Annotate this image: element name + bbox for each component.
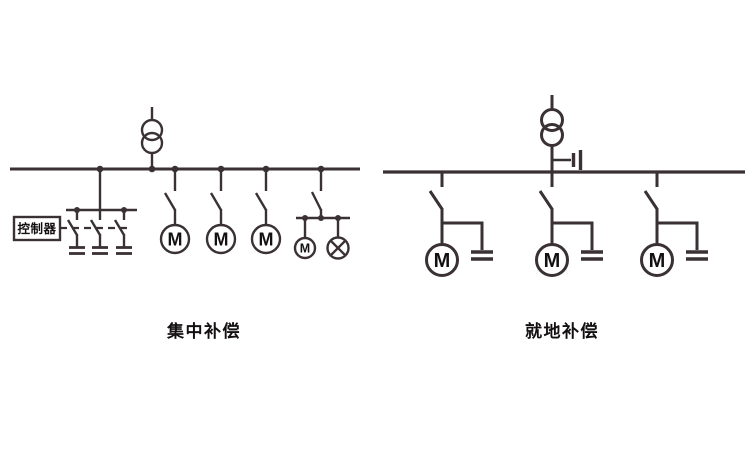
motor-feeder-1: M — [159, 169, 191, 255]
left-diagram: 控制器 M M M — [10, 107, 360, 341]
motor-label: M — [649, 250, 666, 272]
motor-icon — [640, 243, 674, 277]
motor-label: M — [300, 242, 310, 256]
motor-feeder-3: M — [250, 169, 282, 255]
local-comp-feeder-3: M — [640, 172, 708, 277]
lamp-icon — [326, 218, 350, 260]
motor-label: M — [434, 250, 451, 272]
motor-icon — [159, 223, 191, 255]
bus-capacitor-icon — [552, 150, 583, 170]
switched-capacitor-2 — [89, 210, 108, 255]
switched-capacitor-3 — [113, 210, 132, 255]
motor-icon — [425, 243, 459, 277]
controller-label: 控制器 — [17, 221, 56, 236]
motor-icon — [535, 243, 569, 277]
motor-label: M — [259, 230, 274, 250]
left-caption: 集中补偿 — [166, 321, 241, 341]
motor-icon — [205, 223, 237, 255]
mixed-feeder: M — [293, 169, 350, 260]
local-comp-feeder-1: M — [425, 172, 493, 277]
motor-label: M — [168, 230, 183, 250]
transformer-icon — [140, 107, 164, 170]
motor-icon — [250, 223, 282, 255]
local-comp-feeder-2: M — [535, 172, 603, 277]
capacitor-bank — [66, 169, 137, 255]
switched-capacitor-1 — [66, 210, 85, 255]
controller-box: 控制器 — [12, 215, 62, 242]
motor-label: M — [214, 230, 229, 250]
motor-label: M — [544, 250, 561, 272]
right-diagram: M M M 就地补偿 — [383, 95, 745, 341]
right-caption: 就地补偿 — [525, 321, 599, 341]
motor-feeder-2: M — [205, 169, 237, 255]
motor-icon — [293, 236, 317, 260]
